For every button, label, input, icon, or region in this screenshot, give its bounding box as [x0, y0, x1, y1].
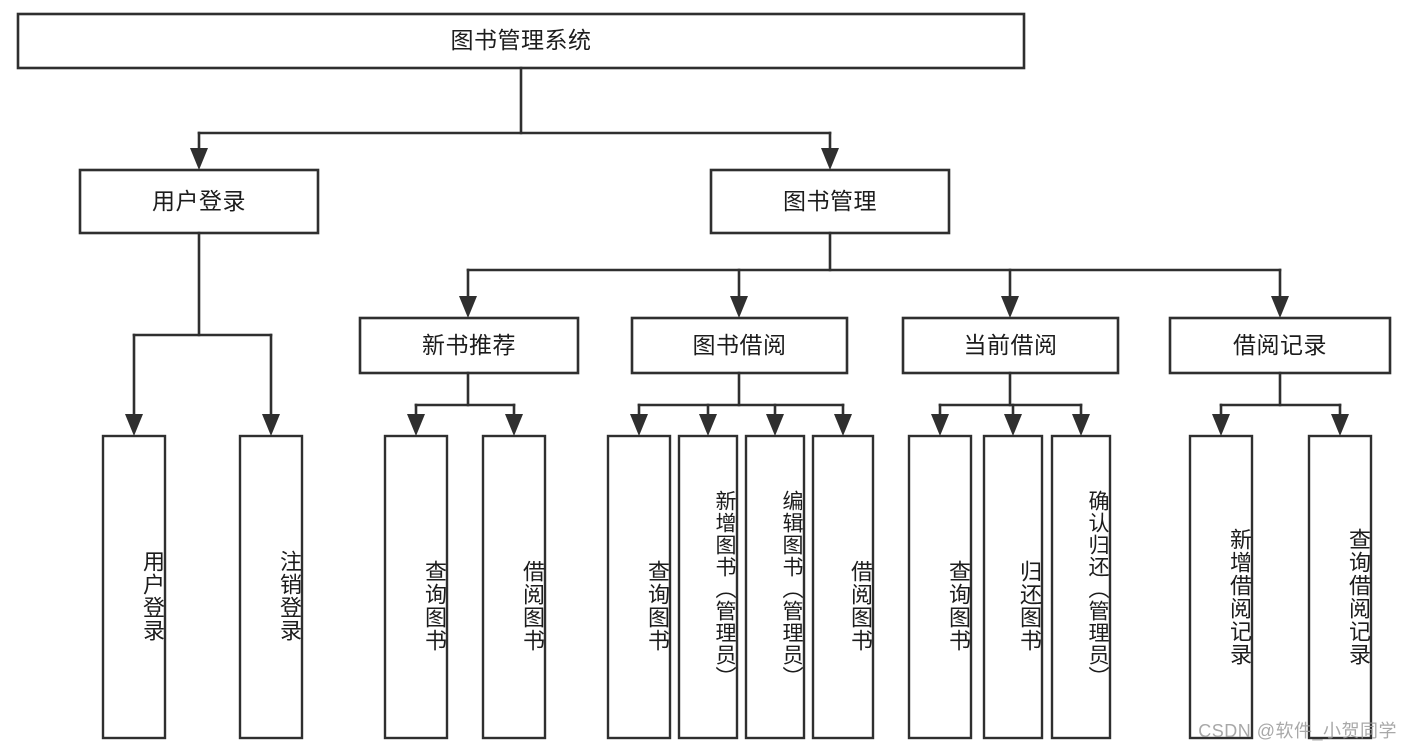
arrow-head-leaf-add-book-admin	[699, 414, 717, 436]
arrow-head-book-management	[821, 148, 839, 170]
node-box-user-login[interactable]	[78, 168, 320, 235]
arrow-head-book-borrow	[730, 296, 748, 318]
node-box-borrow-record[interactable]	[1168, 316, 1392, 375]
arrow-head-leaf-logout	[262, 414, 280, 436]
connector-user-login-to-leaves	[125, 231, 280, 436]
leaf-box-confirm-return-admin[interactable]	[1050, 434, 1112, 740]
node-box-book-borrow[interactable]	[630, 316, 849, 375]
connector-new-book-to-leaves	[407, 371, 523, 436]
connector-book-borrow-to-leaves	[630, 371, 852, 436]
leaf-box-borrow-book-2[interactable]	[811, 434, 875, 740]
arrow-head-leaf-borrow-book-2	[834, 414, 852, 436]
leaf-box-add-book-admin[interactable]	[677, 434, 739, 740]
leaf-box-add-borrow-record[interactable]	[1188, 434, 1254, 740]
arrow-head-leaf-user-login	[125, 414, 143, 436]
connector-borrow-record-to-leaves	[1212, 371, 1349, 436]
node-box-new-book-recommend[interactable]	[358, 316, 580, 375]
leaf-box-query-book-3[interactable]	[907, 434, 973, 740]
connector-current-borrow-to-leaves	[931, 371, 1090, 436]
node-box-root[interactable]	[16, 12, 1026, 70]
leaf-box-query-book-2[interactable]	[606, 434, 672, 740]
arrow-head-leaf-confirm-return	[1072, 414, 1090, 436]
arrow-head-current-borrow	[1001, 296, 1019, 318]
leaf-box-borrow-book-1[interactable]	[481, 434, 547, 740]
arrow-head-leaf-query-book-3	[931, 414, 949, 436]
arrow-head-leaf-add-borrow-record	[1212, 414, 1230, 436]
arrow-head-leaf-query-book-2	[630, 414, 648, 436]
node-box-book-management[interactable]	[709, 168, 951, 235]
arrow-head-leaf-query-book-1	[407, 414, 425, 436]
leaf-box-return-book[interactable]	[982, 434, 1044, 740]
arrow-head-leaf-query-borrow-record	[1331, 414, 1349, 436]
arrow-head-user-login	[190, 148, 208, 170]
arrow-head-borrow-record	[1271, 296, 1289, 318]
leaf-box-logout[interactable]	[238, 434, 304, 740]
leaf-box-edit-book-admin[interactable]	[744, 434, 806, 740]
node-box-current-borrow[interactable]	[901, 316, 1120, 375]
connector-root-to-level2	[190, 66, 839, 170]
arrow-head-new-book-recommend	[459, 296, 477, 318]
arrow-head-leaf-return-book	[1004, 414, 1022, 436]
connector-book-management-to-level3	[459, 231, 1289, 318]
watermark-text: CSDN @软件_小贺同学	[1198, 721, 1397, 741]
leaf-box-query-borrow-record[interactable]	[1307, 434, 1373, 740]
leaf-box-query-book-1[interactable]	[383, 434, 449, 740]
leaf-box-user-login[interactable]	[101, 434, 167, 740]
arrow-head-leaf-borrow-book-1	[505, 414, 523, 436]
arrow-head-leaf-edit-book-admin	[766, 414, 784, 436]
